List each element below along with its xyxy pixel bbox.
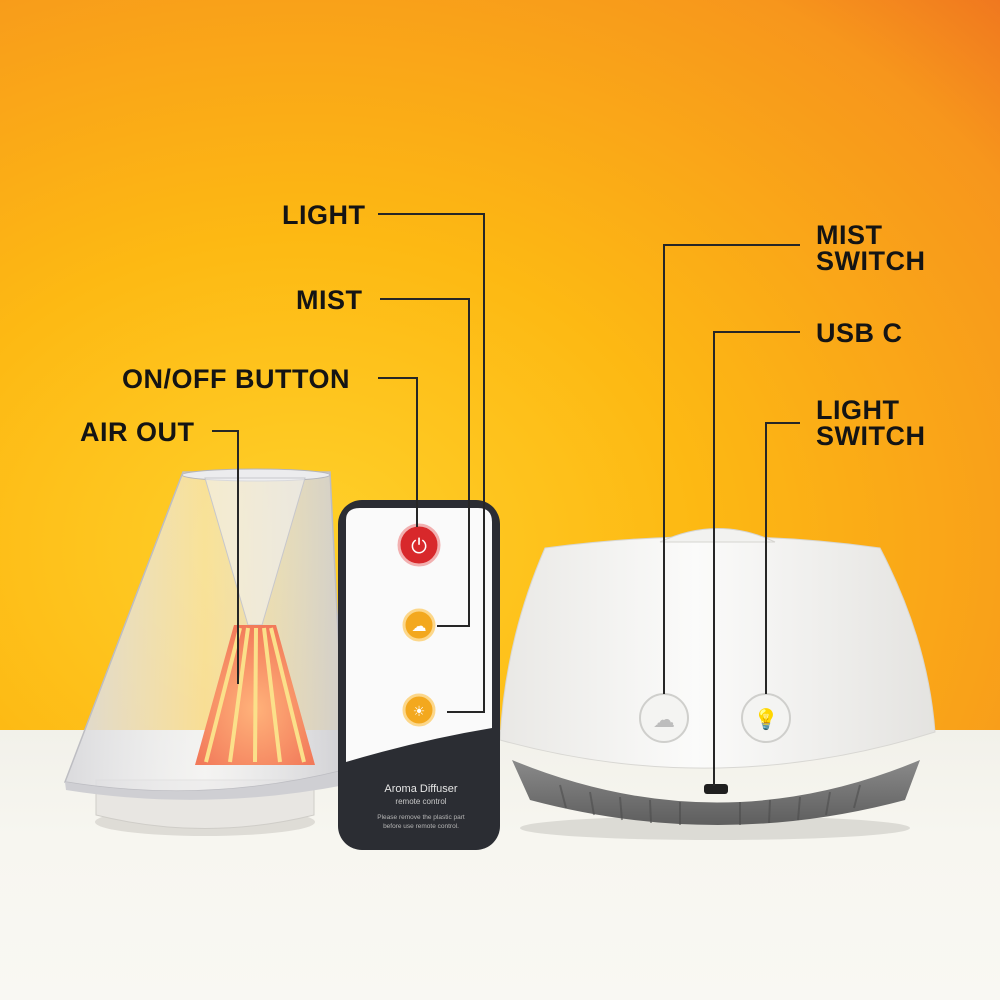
mist-outlet-dome <box>659 528 776 543</box>
mist-switch-callout-line <box>663 244 800 694</box>
remote-subtitle: remote control <box>395 797 446 806</box>
usb-c-port <box>704 784 728 794</box>
remote-note-line1: Please remove the plastic part <box>377 814 465 821</box>
glass-diffuser <box>63 468 346 836</box>
white-diffuser-shadow <box>520 816 910 840</box>
white-diffuser-base <box>512 760 920 825</box>
glass-bottom-ring <box>65 770 345 800</box>
light-callout-line <box>378 213 485 713</box>
remote-control: ⏻ ☁ ☀ Aroma Diffuser remote control Plea… <box>338 500 500 850</box>
mist-callout-line <box>380 298 470 627</box>
remote-mist-button[interactable] <box>402 608 436 642</box>
air-out-callout-line <box>212 430 239 684</box>
callout-light: LIGHT <box>282 200 366 230</box>
on-off-callout-line <box>378 377 418 527</box>
remote-mist-icon: ☁ <box>412 617 427 635</box>
power-icon: ⏻ <box>411 534 427 558</box>
mist-cloud-icon: ☁ <box>653 708 675 733</box>
callout-light-switch: LIGHT SWITCH <box>816 395 926 451</box>
callout-lines <box>212 213 800 786</box>
white-diffuser-body <box>499 536 936 769</box>
callout-on-off-button: ON/OFF BUTTON <box>122 364 350 394</box>
white-diffuser: ☁ 💡 <box>499 528 936 840</box>
light-bulb-icon: 💡 <box>754 707 779 731</box>
remote-light-button[interactable] <box>402 693 436 727</box>
callout-mist-switch: MIST SWITCH <box>816 220 926 276</box>
power-button[interactable] <box>397 523 441 567</box>
light-switch-callout-line <box>765 422 800 694</box>
callout-usb-c: USB C <box>816 318 903 348</box>
callout-air-out: AIR OUT <box>80 417 195 447</box>
remote-title: Aroma Diffuser <box>384 783 457 795</box>
base-vents <box>559 784 861 825</box>
remote-light-icon: ☀ <box>413 704 426 720</box>
glow-stripes <box>204 627 306 763</box>
remote-note-line2: before use remote control. <box>383 823 459 830</box>
callout-mist: MIST <box>296 285 363 315</box>
usb-c-callout-line <box>713 331 800 786</box>
